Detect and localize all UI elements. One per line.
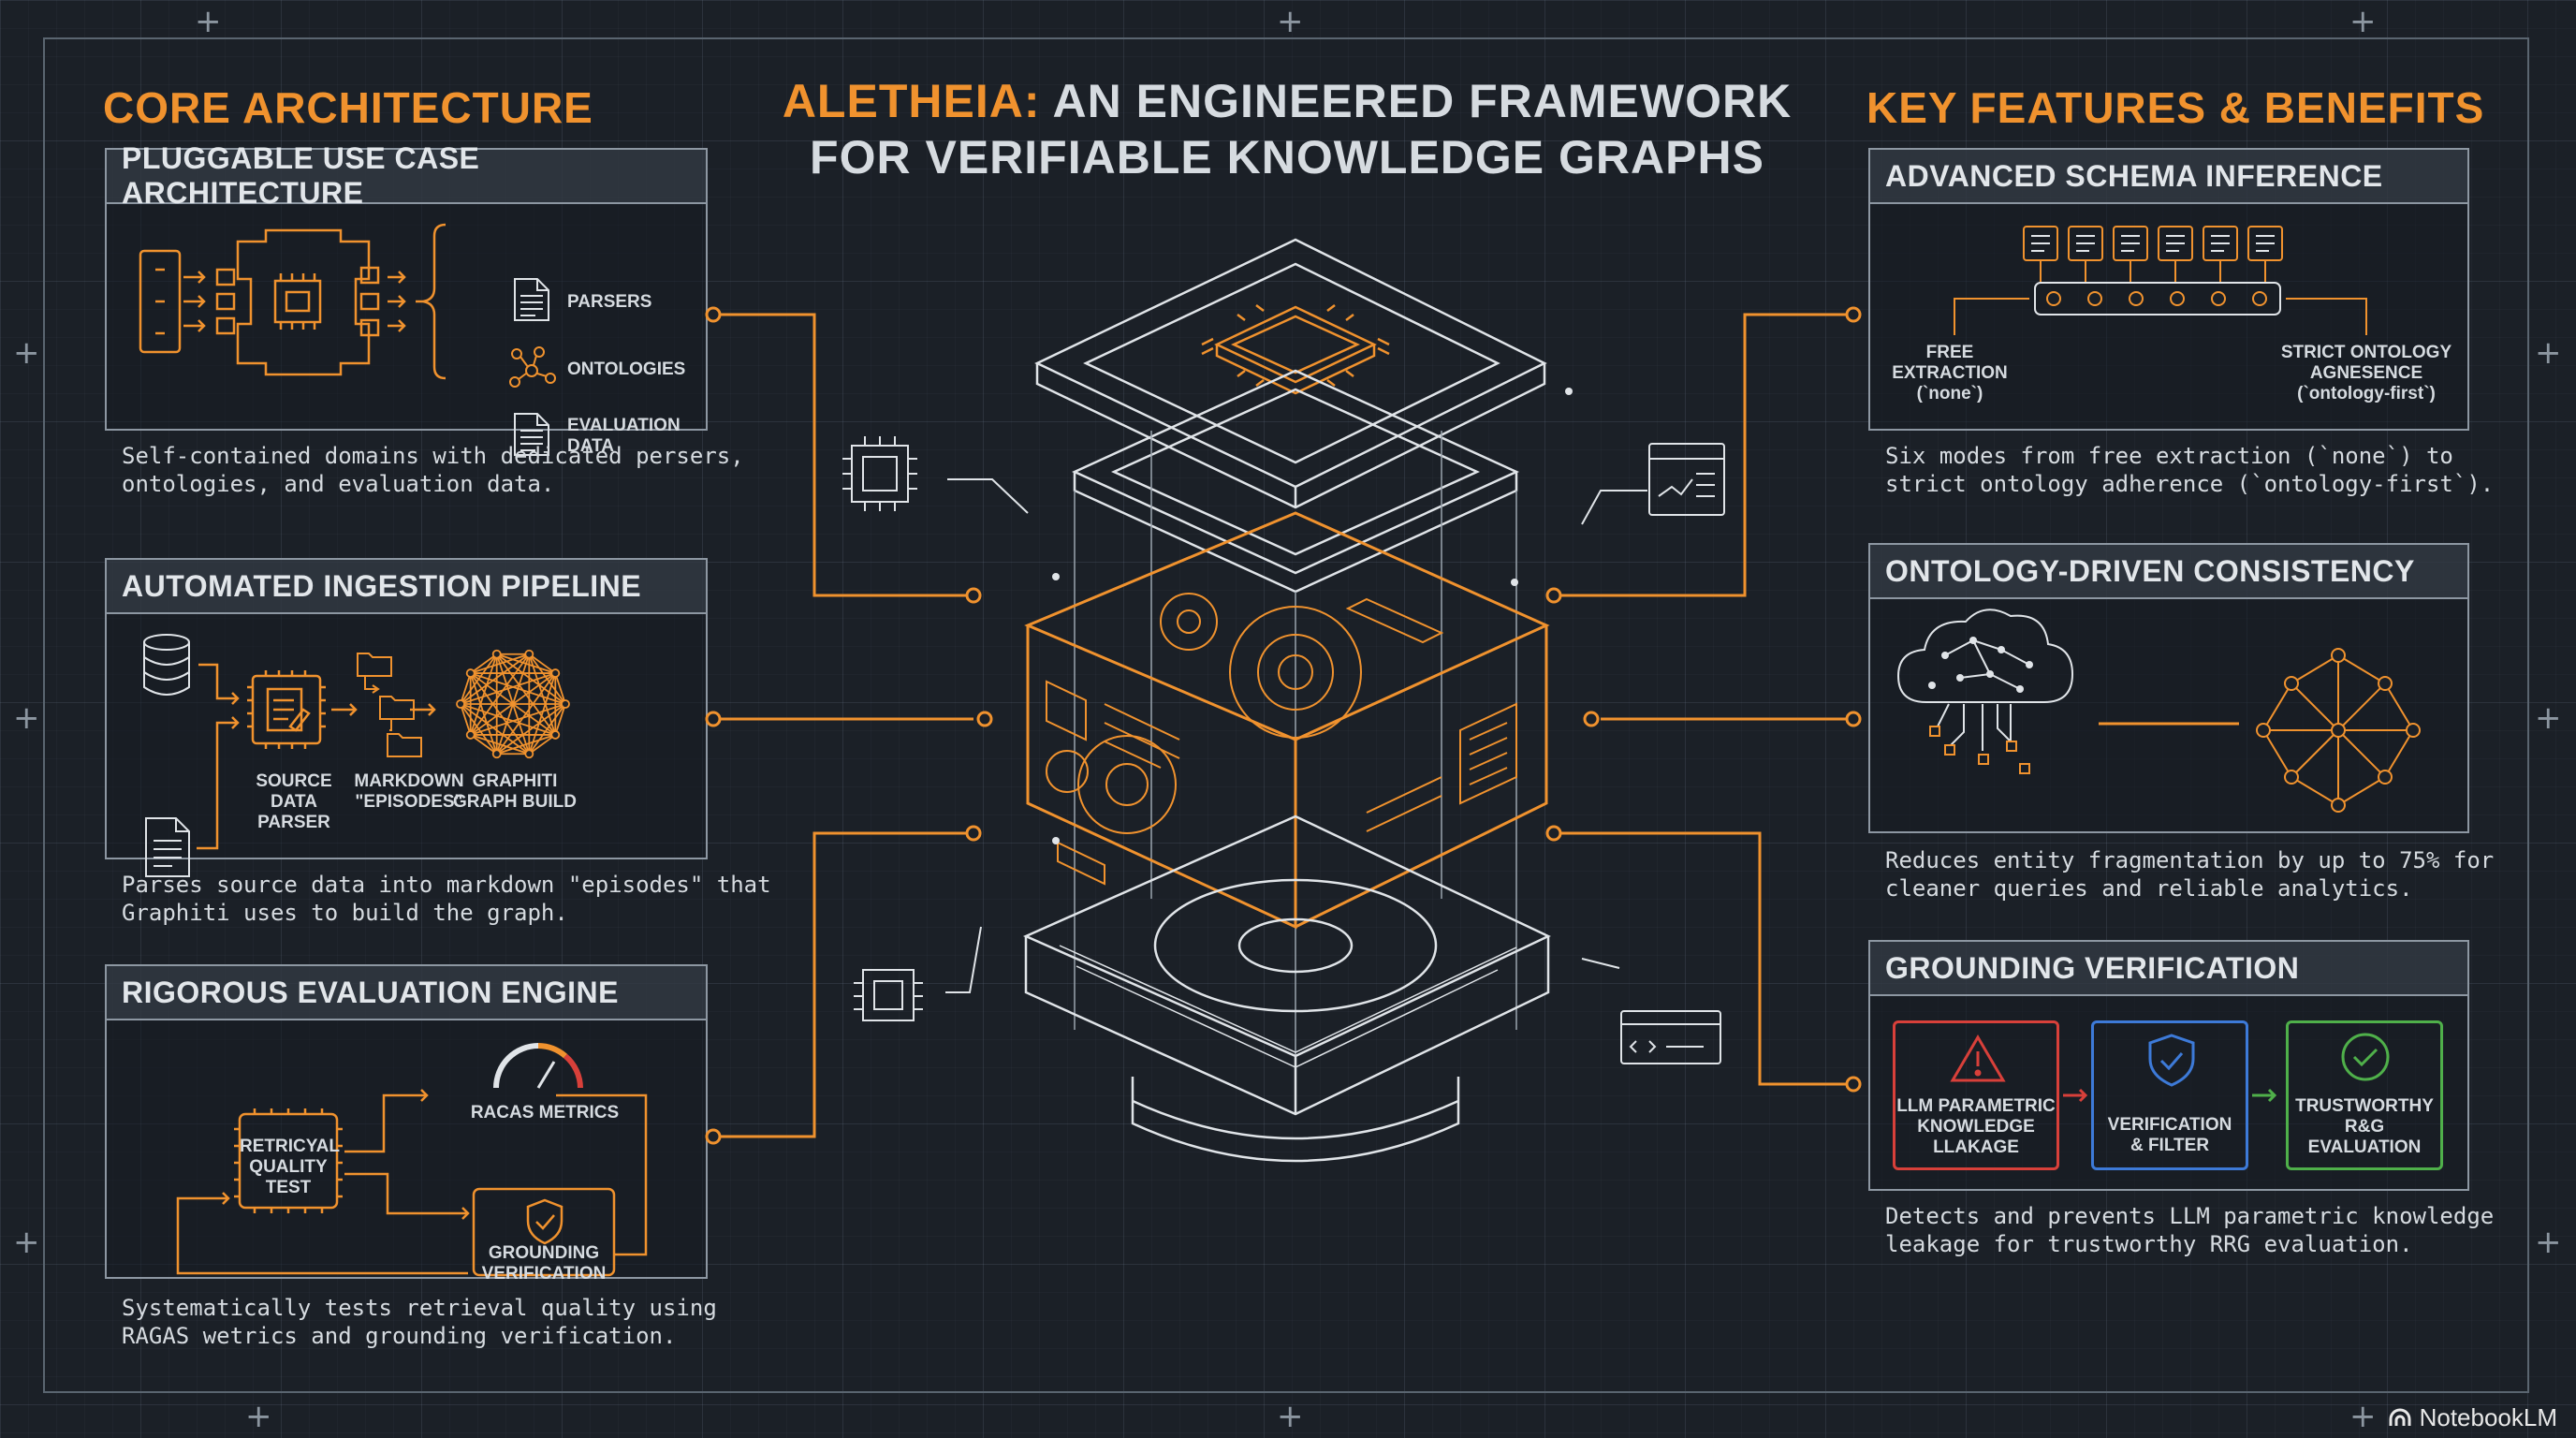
panel-pluggable-architecture: PLUGGABLE USE CASE ARCHITECTURE	[105, 141, 708, 456]
arrow-right-icon	[2063, 1088, 2088, 1103]
label-grounding-verification: GROUNDING VERIFICATION	[481, 1243, 607, 1284]
mode-icons-row	[1954, 226, 2367, 335]
outer-frame	[43, 37, 2529, 1393]
folders-icon	[357, 653, 422, 757]
panel-title: ONTOLOGY-DRIVEN CONSISTENCY	[1870, 545, 2467, 599]
crosshair-mark: +	[2535, 699, 2562, 737]
label-ragas-metrics: RACAS METRICS	[470, 1103, 620, 1123]
panel-description: Self-contained domains with dedicated pe…	[122, 443, 744, 497]
arrow-right-icon	[2252, 1088, 2277, 1103]
title-accent: ALETHEIA:	[782, 75, 1041, 127]
crosshair-mark: +	[195, 3, 222, 40]
trustworthy-box: TRUSTWORTHY R&G EVALUATION	[2286, 1020, 2443, 1170]
label-leakage: LLM PARAMETRIC KNOWLEDGE LLAKAGE	[1896, 1096, 2056, 1157]
brand-logo: NotebookLM	[2388, 1403, 2557, 1432]
notebooklm-icon	[2389, 1408, 2411, 1426]
evaluation-loop	[176, 1089, 648, 1277]
crosshair-mark: +	[13, 334, 40, 372]
panel-ontology-consistency: ONTOLOGY-DRIVEN CONSISTENCY	[1868, 543, 2469, 833]
consistent-graph-icon	[2256, 648, 2421, 813]
crosshair-mark: +	[2349, 3, 2377, 40]
crosshair-mark: +	[1277, 1398, 1304, 1435]
panel-description: Reduces entity fragmentation by up to 75…	[1885, 847, 2495, 902]
crosshair-mark: +	[2349, 1398, 2377, 1435]
panel-description: Detects and prevents LLM parametric know…	[1885, 1203, 2495, 1257]
source-doc-icon	[145, 817, 190, 877]
panel-schema-inference: ADVANCED SCHEMA INFERENCE FREE EXTRACTIO…	[1868, 148, 2469, 431]
right-section-title: KEY FEATURES & BENEFITS	[1866, 83, 2485, 132]
crosshair-mark: +	[1277, 3, 1304, 40]
label-source-parser: SOURCE DATA PARSER	[256, 771, 332, 832]
panel-description: Six modes from free extraction (`none`) …	[1885, 443, 2495, 497]
check-circle-icon	[2341, 1033, 2390, 1081]
database-icon	[143, 634, 190, 696]
pipeline-flow	[197, 663, 436, 850]
leakage-box: LLM PARAMETRIC KNOWLEDGE LLAKAGE	[1893, 1020, 2059, 1170]
title-line2: FOR VERIFIABLE KNOWLEDGE GRAPHS	[810, 131, 1764, 183]
evaluation-doc-icon	[514, 413, 549, 456]
panel-description: Systematically tests retrieval quality u…	[122, 1295, 717, 1349]
title-line1: AN ENGINEERED FRAMEWORK	[1040, 75, 1793, 127]
shield-check-icon	[526, 1198, 564, 1245]
warning-icon	[1950, 1034, 2006, 1082]
shield-check-icon	[2148, 1034, 2195, 1087]
panel-title: AUTOMATED INGESTION PIPELINE	[107, 560, 706, 614]
network-icon	[509, 346, 556, 388]
crosshair-mark: +	[245, 1398, 272, 1435]
fragmented-cloud-icon	[1896, 609, 2074, 774]
document-icon	[514, 278, 549, 321]
panel-title: PLUGGABLE USE CASE ARCHITECTURE	[107, 141, 706, 210]
label-verification-filter: VERIFICATION & FILTER	[2107, 1115, 2232, 1155]
panel-description: Parses source data into markdown "episod…	[122, 872, 771, 926]
panel-title: GROUNDING VERIFICATION	[1870, 942, 2467, 996]
panel-grounding-verification: GROUNDING VERIFICATION LLM PARAMETRIC KN…	[1868, 940, 2469, 1191]
label-trustworthy: TRUSTWORTHY R&G EVALUATION	[2295, 1096, 2434, 1157]
crosshair-mark: +	[13, 1224, 40, 1261]
label-strict-ontology: STRICT ONTOLOGY AGNESENCE (`ontology-fir…	[2280, 343, 2452, 404]
panel-evaluation-engine: RIGOROUS EVALUATION ENGINE RETRICYAL QUA…	[105, 964, 708, 1284]
brand-name: NotebookLM	[2419, 1403, 2557, 1431]
label-evaluation-data: EVALUATION DATA	[567, 416, 681, 456]
left-section-title: CORE ARCHITECTURE	[103, 83, 593, 132]
label-retrieval-test: RETRICYAL QUALITY TEST	[240, 1137, 340, 1197]
label-markdown-episodes: MARKDOWN "EPISODES"	[354, 771, 464, 812]
crosshair-mark: +	[2535, 1224, 2562, 1261]
panel-title: ADVANCED SCHEMA INFERENCE	[1870, 150, 2467, 204]
crosshair-mark: +	[2535, 334, 2562, 372]
graph-network-icon	[456, 649, 570, 759]
label-parsers: PARSERS	[567, 292, 652, 312]
label-graphiti-build: GRAPHITI GRAPH BUILD	[453, 771, 577, 812]
crosshair-mark: +	[13, 699, 40, 737]
label-free-extraction: FREE EXTRACTION (`none`)	[1892, 343, 2008, 404]
label-ontologies: ONTOLOGIES	[567, 360, 686, 379]
modular-board-icon	[139, 223, 446, 380]
verification-box: VERIFICATION & FILTER	[2091, 1020, 2248, 1170]
connector-line	[2099, 722, 2239, 726]
panel-ingestion-pipeline: AUTOMATED INGESTION PIPELINE	[105, 558, 708, 877]
panel-title: RIGOROUS EVALUATION ENGINE	[107, 966, 706, 1020]
gauge-icon	[493, 1043, 583, 1089]
page-title: ALETHEIA: AN ENGINEERED FRAMEWORK FOR VE…	[768, 73, 1807, 185]
